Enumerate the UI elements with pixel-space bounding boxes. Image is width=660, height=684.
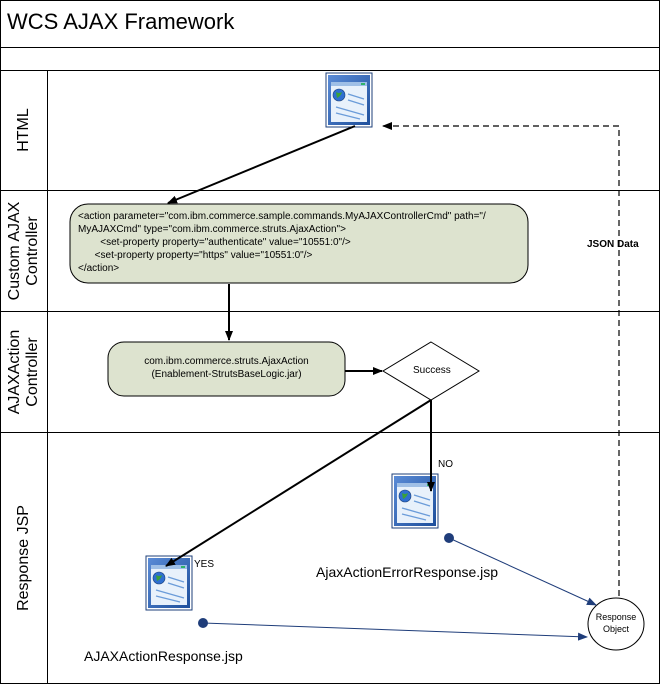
lane-label-line: HTML [15,108,32,152]
action-config-text: <action parameter="com.ibm.commerce.samp… [78,210,486,275]
config-line: MyAJAXCmd" type="com.ibm.commerce.struts… [78,224,346,235]
json-data-label: JSON Data [587,239,639,250]
lane-label-custom-ajax-controller: Custom AJAX Controller [6,191,42,311]
flow-response-to-object [202,622,588,641]
ajax-action-text: com.ibm.commerce.struts.AjaxAction (Enab… [108,355,345,381]
flow-html-to-controller [167,125,356,204]
config-line: <action parameter="com.ibm.commerce.samp… [78,211,486,222]
ajax-action-line: (Enablement-StrutsBaseLogic.jar) [151,369,302,380]
lane-label-html: HTML [15,70,33,190]
config-line: <set-property property="https" value="10… [78,250,313,261]
ajax-action-box [107,341,346,397]
lane-label-response-jsp: Response JSP [15,488,33,628]
lane-label-line: Custom AJAX [6,201,23,301]
response-object-line: Response [595,612,637,622]
response-object-node [587,597,645,651]
action-config-box [69,203,529,284]
lane-label-line: AJAXAction [6,329,23,415]
diagram-title: WCS AJAX Framework [7,9,235,34]
error-response-filename: AjaxActionErrorResponse.jsp [316,564,499,580]
lane-label-ajaxaction-controller: AJAXAction Controller [6,312,42,432]
web-page-icon [325,72,373,128]
ajax-action-line: com.ibm.commerce.struts.AjaxAction [144,356,309,367]
flow-error-to-response [448,537,597,606]
connector-dot [198,618,208,628]
flow-json-data [382,122,620,596]
lane-label-line: Controller [24,337,41,407]
connector-dot [444,533,454,543]
action-response-filename: AJAXActionResponse.jsp [84,648,243,664]
config-line: <set-property property="authenticate" va… [78,237,351,248]
lane-label-line: Response JSP [15,505,32,611]
config-line: </action> [78,263,120,274]
response-object-text: Response Object [588,611,644,635]
response-object-line: Object [602,624,629,634]
no-label: NO [438,459,453,470]
lane-label-line: Controller [24,216,41,286]
flow-decision-yes [165,399,432,567]
yes-label: YES [194,559,215,570]
decision-label: Success [413,365,451,376]
